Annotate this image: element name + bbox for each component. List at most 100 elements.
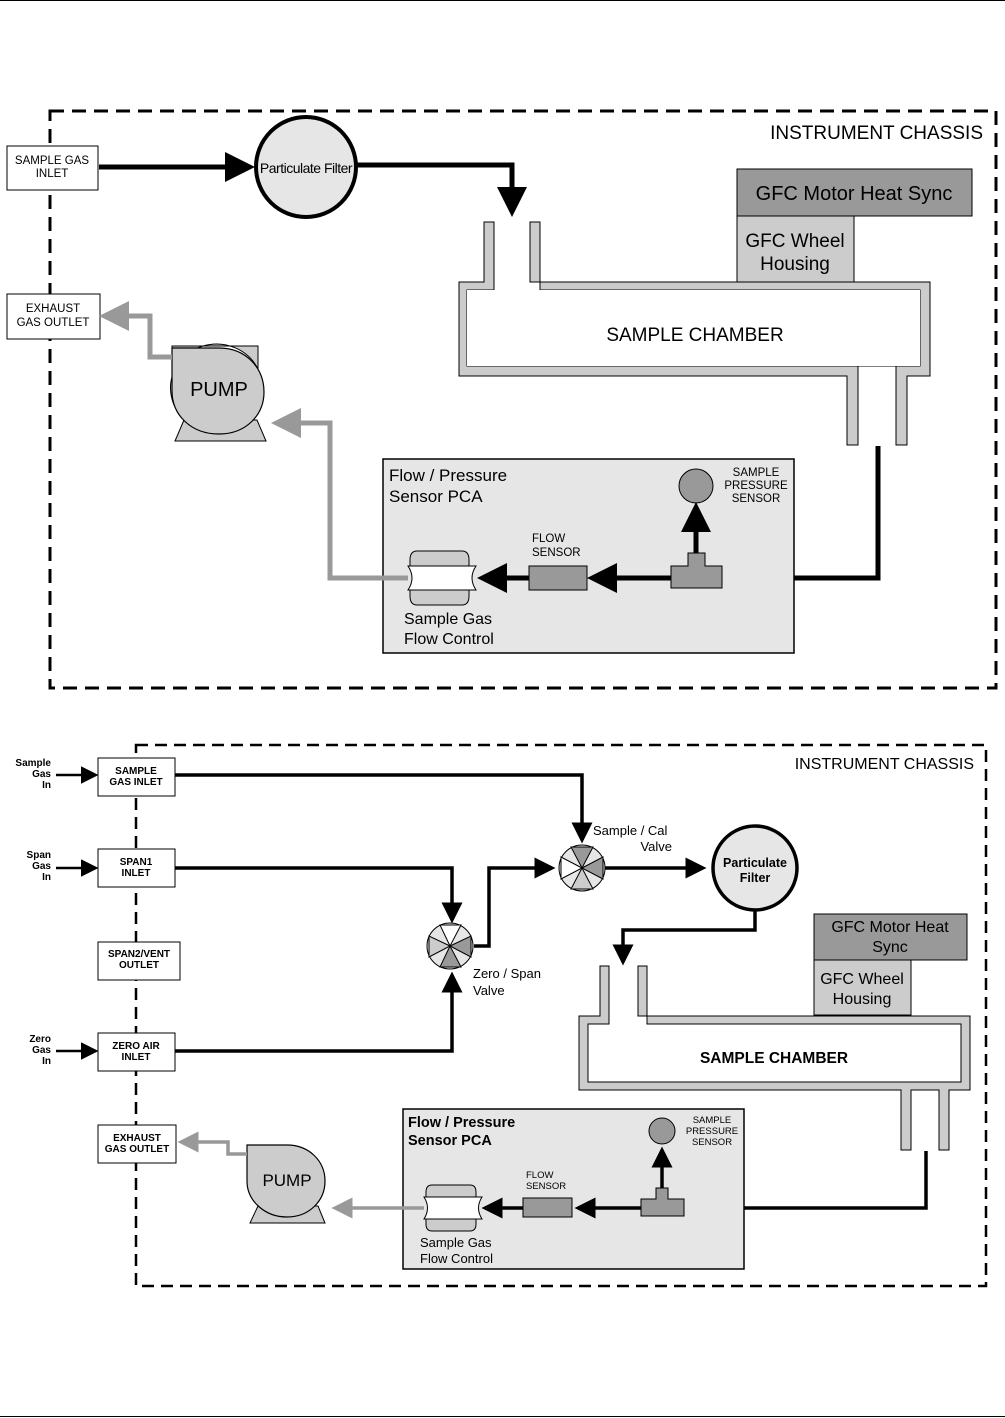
zero-air-inlet-label-a: ZERO AIR bbox=[112, 1041, 160, 1052]
span1-inlet-box bbox=[97, 848, 176, 888]
pressure-sensor-label-2c: SENSOR bbox=[692, 1137, 732, 1148]
flow-control-label-2a: Sample Gas bbox=[420, 1235, 492, 1250]
gfc-wheel-label-2b: Housing bbox=[833, 991, 892, 1008]
sample-pressure-sensor-1 bbox=[678, 468, 714, 504]
flow-line-filter-to-chamber-2 bbox=[612, 910, 757, 966]
diagram-1: INSTRUMENT CHASSIS SAMPLE GAS INLET EXHA… bbox=[6, 109, 998, 690]
span1-inlet-label-a: SPAN1 bbox=[120, 857, 153, 868]
exhaust-line-pump-to-outlet-1 bbox=[99, 301, 172, 360]
span-gas-in-label-c: In bbox=[42, 872, 51, 883]
span2-outlet-label-a: SPAN2/VENT bbox=[108, 949, 170, 960]
diagram-2: INSTRUMENT CHASSIS Sample Gas In Span Ga… bbox=[15, 743, 988, 1288]
zero-gas-in-label-b: Gas bbox=[32, 1045, 51, 1056]
sample-gas-inlet-label-2a: SAMPLE bbox=[115, 766, 157, 777]
sample-gas-inlet-label-1b: INLET bbox=[36, 168, 69, 180]
exhaust-line-control-to-pump-1 bbox=[271, 408, 408, 581]
page-top-rule bbox=[0, 0, 1005, 1]
exhaust-outlet-label-1b: GAS OUTLET bbox=[17, 317, 90, 329]
tee-fitting-1 bbox=[670, 552, 723, 589]
span-gas-in-label-a: Span bbox=[27, 850, 51, 861]
gfc-motor-label-2b: Sync bbox=[872, 939, 908, 956]
gfc-motor-heat-sync-2 bbox=[813, 913, 968, 961]
gfc-motor-label-2a: GFC Motor Heat bbox=[831, 919, 949, 936]
chassis-label-1: INSTRUMENT CHASSIS bbox=[770, 123, 983, 144]
flow-control-label-1b: Flow Control bbox=[404, 631, 494, 648]
zero-air-inlet-box bbox=[97, 1032, 176, 1072]
sample-chamber-inner-1 bbox=[467, 290, 920, 366]
sample-chamber-2 bbox=[578, 965, 971, 1151]
particulate-filter-label-1: Particulate Filter bbox=[260, 160, 353, 176]
exhaust-outlet-label-1a: EXHAUST bbox=[26, 303, 80, 315]
zero-gas-in-label-a: Zero bbox=[29, 1034, 51, 1045]
particulate-filter-label-2b: Filter bbox=[740, 871, 771, 885]
zero-air-inlet-label-b: INLET bbox=[122, 1052, 151, 1063]
span1-inlet-label-b: INLET bbox=[122, 868, 151, 879]
sample-gas-inlet-label-1a: SAMPLE GAS bbox=[15, 155, 89, 167]
pressure-sensor-label-1a: SAMPLE bbox=[733, 467, 780, 479]
flow-sensor-label-1b: SENSOR bbox=[532, 547, 581, 559]
flow-sensor-2 bbox=[522, 1197, 573, 1218]
sample-cal-valve-label-b: Valve bbox=[640, 839, 672, 854]
flow-line-span1-to-zsvalve bbox=[175, 866, 463, 924]
flow-line-sample-to-calvalve bbox=[175, 773, 593, 844]
zero-gas-in-label-c: In bbox=[42, 1056, 51, 1067]
pressure-sensor-label-1c: SENSOR bbox=[732, 493, 781, 505]
gfc-wheel-label-1b: Housing bbox=[760, 254, 830, 275]
zero-span-valve bbox=[426, 922, 474, 970]
particulate-filter-label-2a: Particulate bbox=[723, 856, 787, 870]
sample-chamber-label-2: SAMPLE CHAMBER bbox=[700, 1050, 848, 1067]
sample-gas-inlet-box-1 bbox=[6, 145, 99, 191]
instrument-chassis-1 bbox=[48, 109, 998, 690]
pump-1 bbox=[170, 343, 267, 442]
gfc-wheel-label-2a: GFC Wheel bbox=[820, 971, 904, 988]
sample-chamber-label-1: SAMPLE CHAMBER bbox=[606, 325, 783, 346]
pressure-sensor-label-2b: PRESSURE bbox=[686, 1126, 738, 1137]
pca-title-1b: Sensor PCA bbox=[389, 487, 483, 506]
flow-line-zsvalve-to-calvalve bbox=[474, 857, 556, 948]
sample-gas-in-label-c: In bbox=[42, 780, 51, 791]
chassis-label-2: INSTRUMENT CHASSIS bbox=[795, 756, 974, 773]
gfc-wheel-housing-2 bbox=[813, 959, 912, 1016]
exhaust-outlet-label-2a: EXHAUST bbox=[113, 1133, 161, 1144]
flow-sensor-1 bbox=[528, 565, 588, 591]
flow-control-label-2b: Flow Control bbox=[420, 1251, 493, 1266]
exhaust-gas-outlet-box-1 bbox=[6, 293, 101, 340]
flow-sensor-label-2a: FLOW bbox=[526, 1170, 553, 1181]
pump-label-2: PUMP bbox=[262, 1171, 311, 1190]
sample-gas-flow-control-2 bbox=[423, 1184, 483, 1232]
gfc-motor-label-1: GFC Motor Heat Sync bbox=[756, 183, 953, 205]
span2-outlet-label-b: OUTLET bbox=[119, 960, 159, 971]
exhaust-line-pump-to-outlet-2 bbox=[177, 1131, 247, 1156]
pump-label-1: PUMP bbox=[190, 379, 248, 401]
sample-gas-inlet-label-2b: GAS INLET bbox=[109, 777, 162, 788]
sample-gas-in-label-b: Gas bbox=[32, 769, 51, 780]
exhaust-gas-outlet-box-2 bbox=[97, 1124, 177, 1164]
zero-span-valve-label-a: Zero / Span bbox=[473, 966, 541, 981]
gfc-wheel-label-1a: GFC Wheel bbox=[745, 231, 844, 252]
pca-title-2b: Sensor PCA bbox=[408, 1133, 492, 1149]
pressure-sensor-label-2a: SAMPLE bbox=[693, 1115, 732, 1126]
tee-fitting-2 bbox=[640, 1187, 685, 1217]
sample-pressure-sensor-2 bbox=[648, 1117, 676, 1145]
gfc-motor-heat-sync-1 bbox=[736, 168, 973, 217]
sample-cal-valve bbox=[558, 844, 606, 892]
span-gas-in-label-b: Gas bbox=[32, 861, 51, 872]
pressure-sensor-label-1b: PRESSURE bbox=[724, 480, 788, 492]
sample-gas-inlet-box-2 bbox=[97, 757, 176, 797]
flow-line-chamber-to-pca-2 bbox=[684, 1151, 928, 1219]
instrument-chassis-2 bbox=[134, 743, 988, 1288]
sample-gas-flow-control-1 bbox=[407, 550, 477, 606]
flow-line-filter-to-chamber-1 bbox=[356, 162, 527, 217]
flow-sensor-label-1a: FLOW bbox=[532, 533, 565, 545]
span2-vent-outlet-box bbox=[97, 941, 181, 981]
flow-sensor-label-2b: SENSOR bbox=[526, 1181, 566, 1192]
zero-span-valve-label-b: Valve bbox=[473, 983, 505, 998]
flow-line-zero-to-zsvalve bbox=[175, 971, 463, 1053]
sample-cal-valve-label-a: Sample / Cal bbox=[593, 823, 668, 838]
pump-2 bbox=[246, 1144, 326, 1224]
pca-title-1a: Flow / Pressure bbox=[389, 466, 507, 485]
flow-control-label-1a: Sample Gas bbox=[404, 611, 492, 628]
pca-title-2a: Flow / Pressure bbox=[408, 1115, 515, 1131]
page-bottom-rule bbox=[0, 1416, 1005, 1417]
